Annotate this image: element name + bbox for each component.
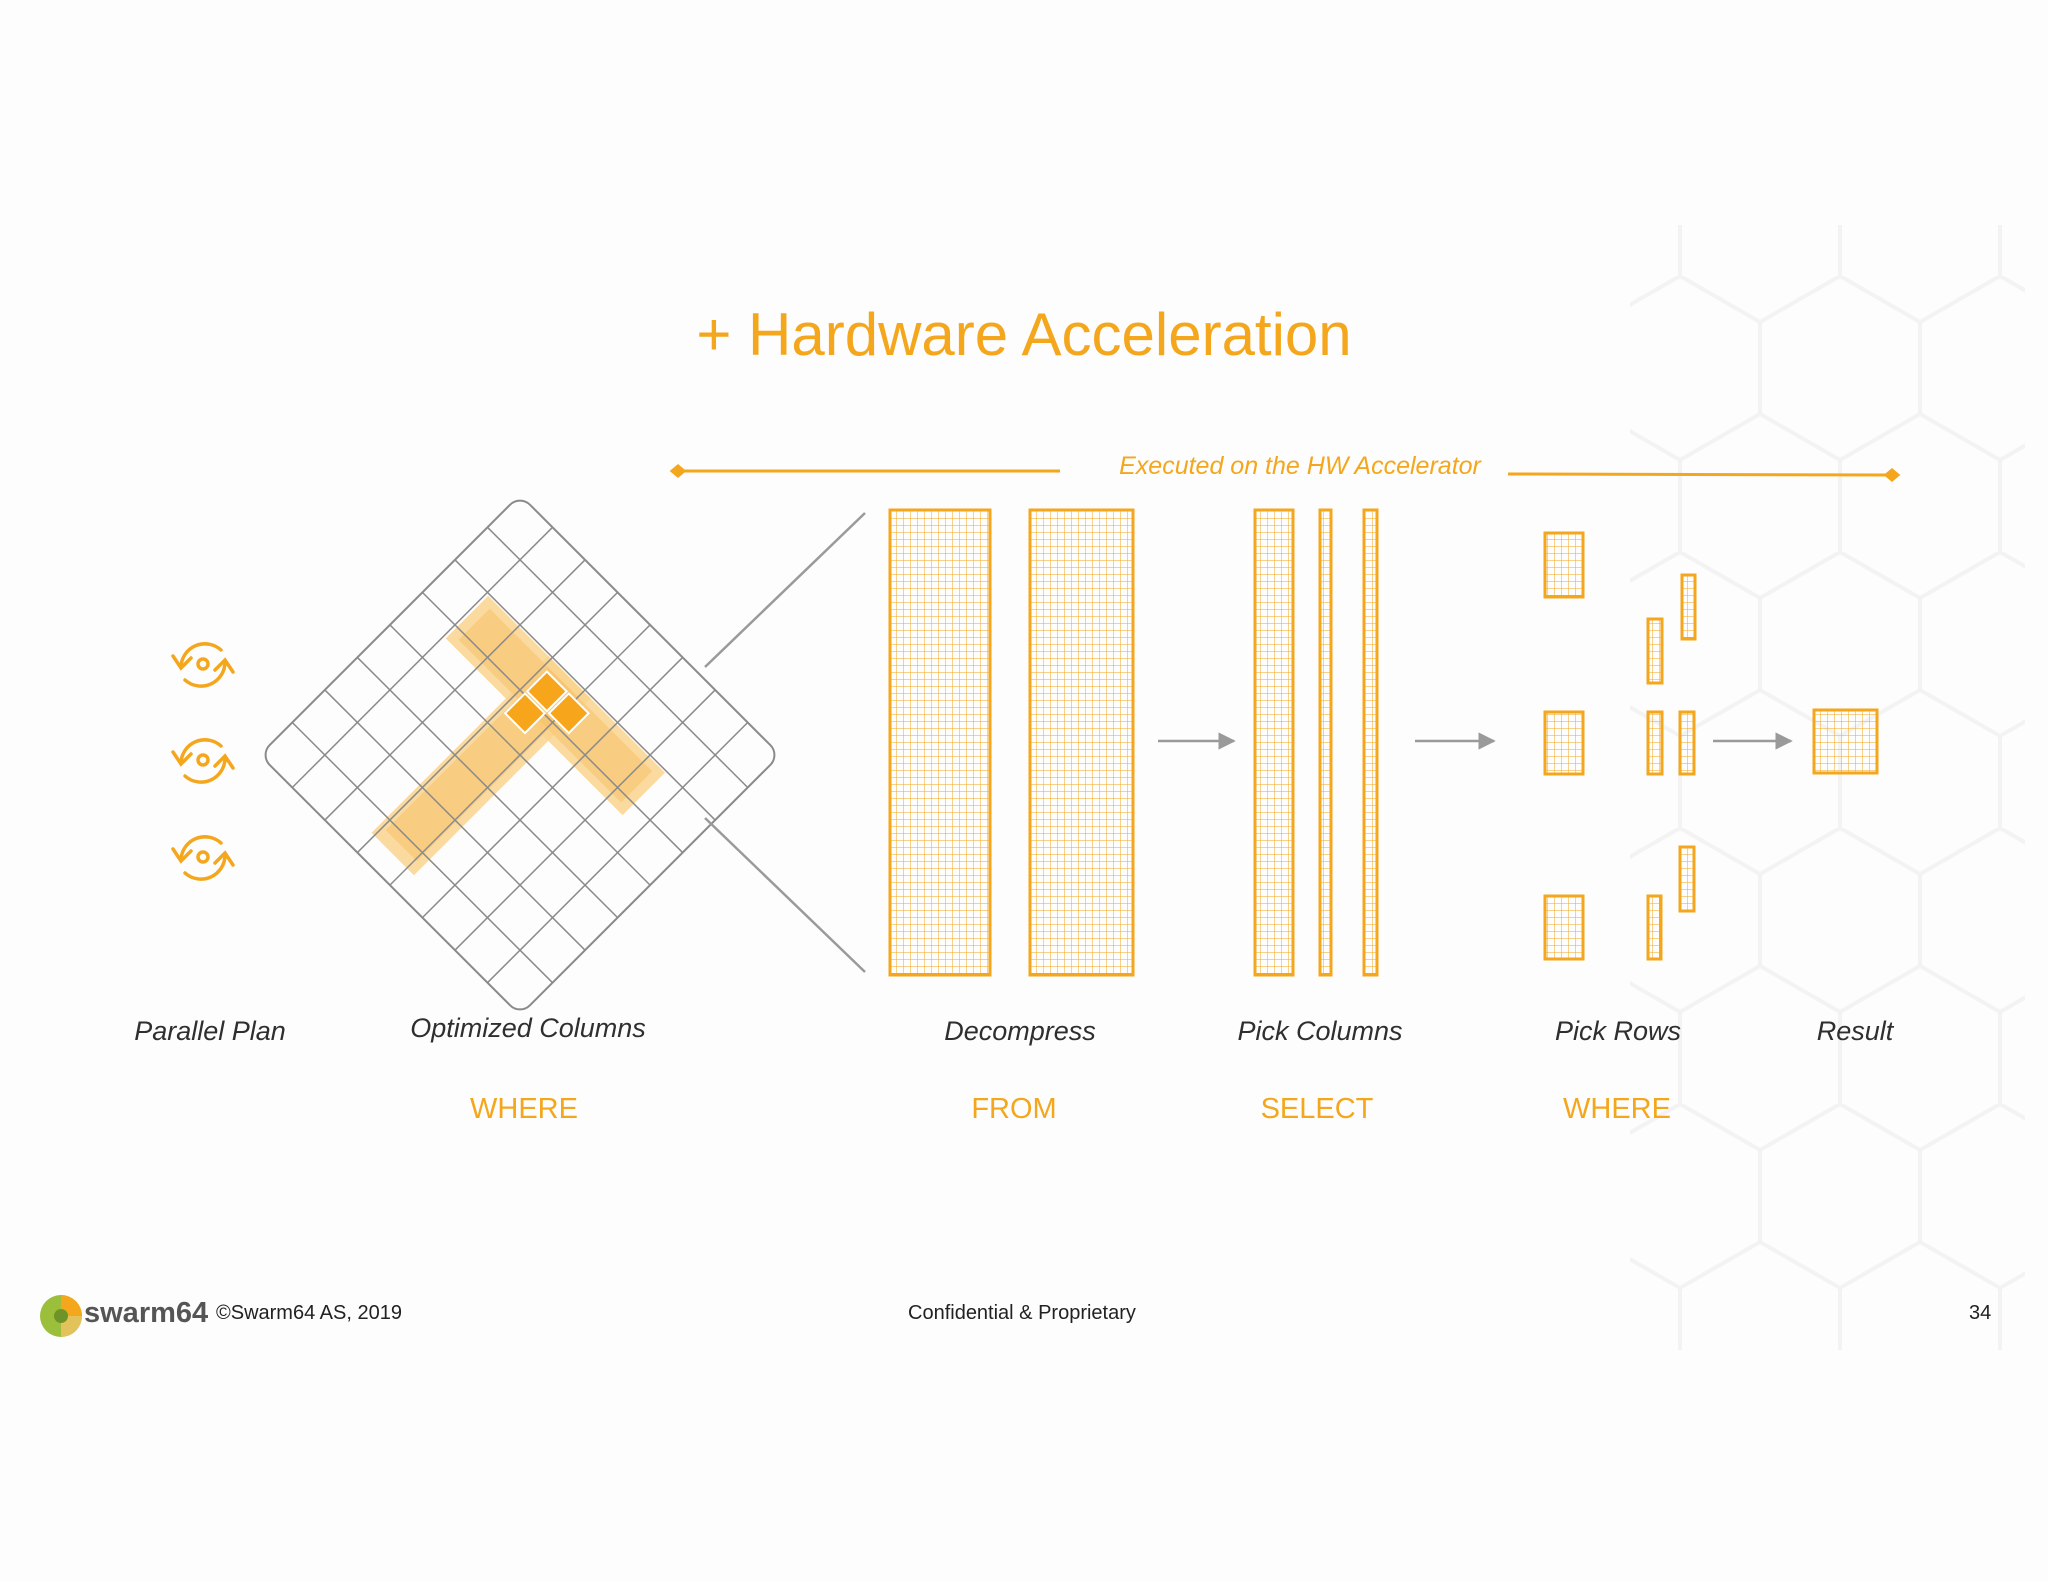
confidential-text: Confidential & Proprietary xyxy=(908,1302,1136,1324)
selected-cell xyxy=(503,692,547,735)
step-pick-columns: Pick Columns xyxy=(1237,1016,1403,1046)
hw-accelerator-span xyxy=(669,464,1901,482)
refresh-cycle-icon xyxy=(171,738,235,784)
step-optimized-columns: Optimized Columns xyxy=(410,1013,646,1043)
selected-cell xyxy=(547,692,591,735)
optimized-columns-grid xyxy=(264,499,776,1011)
swarm64-logo-mark xyxy=(40,1295,82,1337)
clause-from: FROM xyxy=(971,1093,1057,1125)
refresh-cycle-icon xyxy=(171,642,235,688)
refresh-cycle-icon xyxy=(171,835,235,881)
logo-wordmark: swarm64 xyxy=(84,1297,209,1329)
step-result: Result xyxy=(1816,1016,1894,1046)
picked-columns xyxy=(1253,508,1379,977)
clause-select: SELECT xyxy=(1260,1093,1374,1125)
clause-where-1: WHERE xyxy=(470,1093,578,1125)
step-decompress: Decompress xyxy=(944,1016,1096,1046)
copyright-text: ©Swarm64 AS, 2019 xyxy=(216,1302,402,1324)
decompressed-columns xyxy=(888,508,1135,977)
clause-where-2: WHERE xyxy=(1563,1093,1671,1125)
zoom-lines xyxy=(704,512,866,973)
step-pick-rows: Pick Rows xyxy=(1554,1016,1682,1046)
step-parallel-plan: Parallel Plan xyxy=(134,1016,286,1046)
selected-cell xyxy=(525,670,569,713)
picked-rows xyxy=(1543,531,1697,961)
hw-accelerator-banner: Executed on the HW Accelerator xyxy=(1119,452,1481,480)
result-table xyxy=(1812,708,1879,775)
hexagon-background xyxy=(1630,225,2025,1350)
slide-title: + Hardware Acceleration xyxy=(696,301,1352,368)
page-number: 34 xyxy=(1969,1302,1992,1324)
